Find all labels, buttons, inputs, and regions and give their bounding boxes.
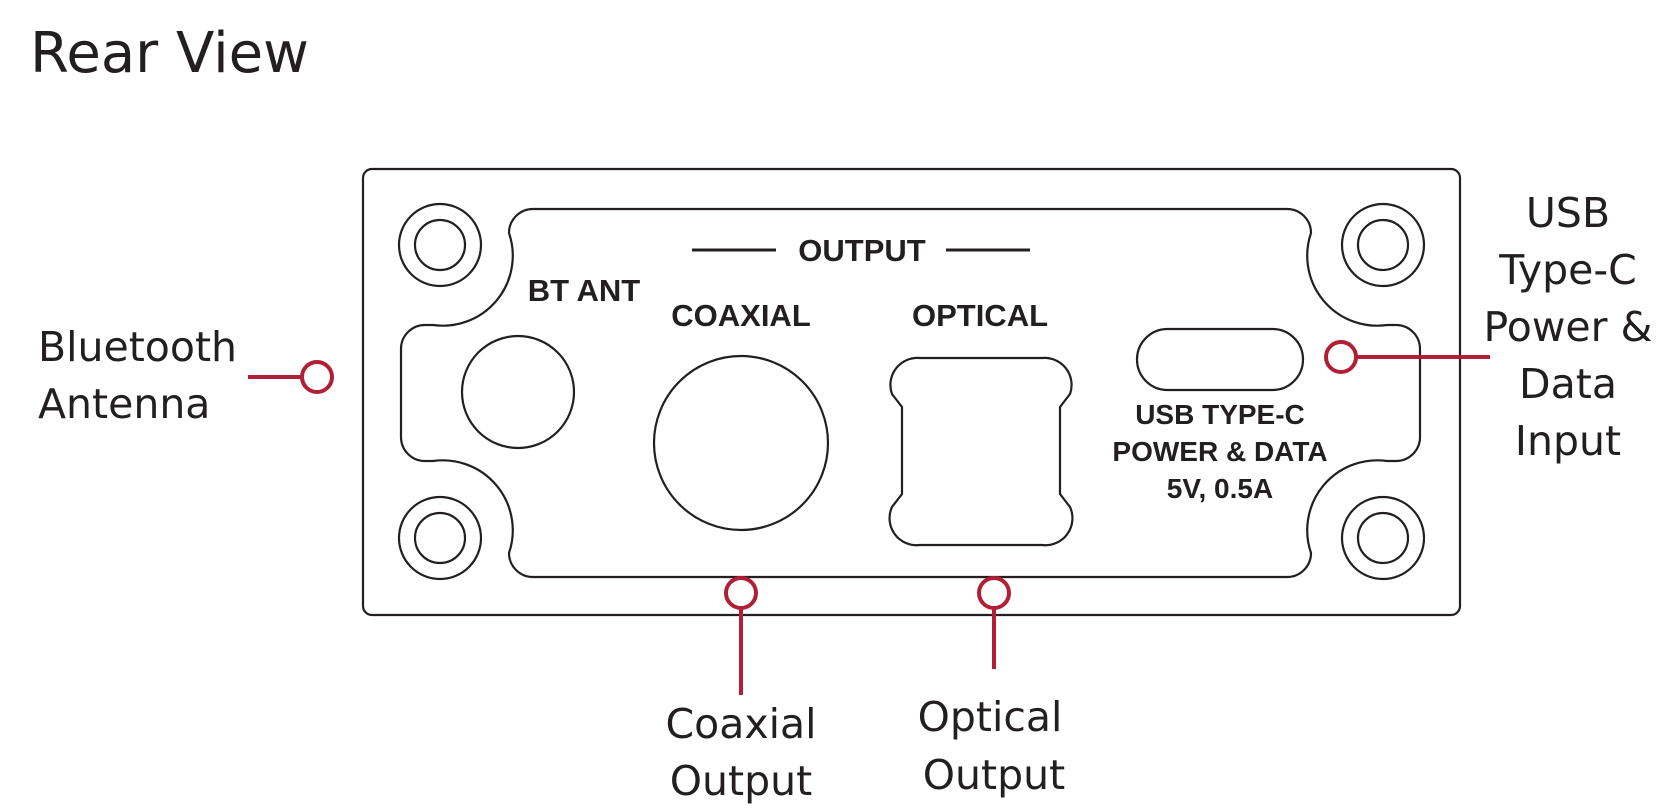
usb-type-c-port (1135, 327, 1305, 392)
screw-top-right (1340, 202, 1426, 288)
optical-port (888, 356, 1074, 547)
callout-coaxial-line-2: Output (670, 757, 812, 805)
callout-usb-line-4: Data (1519, 360, 1617, 408)
callout-usb-line-1: USB (1526, 189, 1610, 237)
callout-optical-line-2: Output (923, 751, 1065, 799)
callout-usb-line-2: Type-C (1498, 246, 1637, 294)
screw-top-left (397, 202, 483, 288)
coaxial-port (652, 354, 830, 532)
callout-bluetooth-antenna: Bluetooth Antenna (38, 323, 334, 428)
inner-panel-outline (399, 207, 1422, 579)
callout-usb-line-5: Input (1515, 417, 1621, 465)
callout-usb-line-3: Power & (1484, 303, 1653, 351)
page-title: Rear View (30, 21, 309, 86)
bt-antenna-port (460, 334, 576, 450)
callout-optical-output: Optical Output (918, 576, 1065, 799)
callout-bluetooth-line-1: Bluetooth (38, 323, 237, 371)
callout-coaxial-output: Coaxial Output (665, 576, 817, 805)
optical-label: OPTICAL (912, 298, 1048, 333)
bt-ant-label: BT ANT (528, 273, 641, 308)
callout-optical-line-1: Optical (918, 693, 1063, 741)
coaxial-label: COAXIAL (671, 298, 811, 333)
callout-coaxial-line-1: Coaxial (665, 700, 816, 748)
output-label: OUTPUT (798, 233, 926, 268)
screw-bottom-left (397, 495, 483, 581)
callout-usb-input: USB Type-C Power & Data Input (1324, 189, 1653, 465)
usb-label-line-2: POWER & DATA (1112, 436, 1327, 467)
rear-panel-outline (361, 167, 1462, 617)
callout-bluetooth-line-2: Antenna (38, 380, 210, 428)
screw-bottom-right (1340, 495, 1426, 581)
usb-label-line-1: USB TYPE-C (1135, 399, 1305, 430)
usb-label-line-3: 5V, 0.5A (1167, 473, 1273, 504)
